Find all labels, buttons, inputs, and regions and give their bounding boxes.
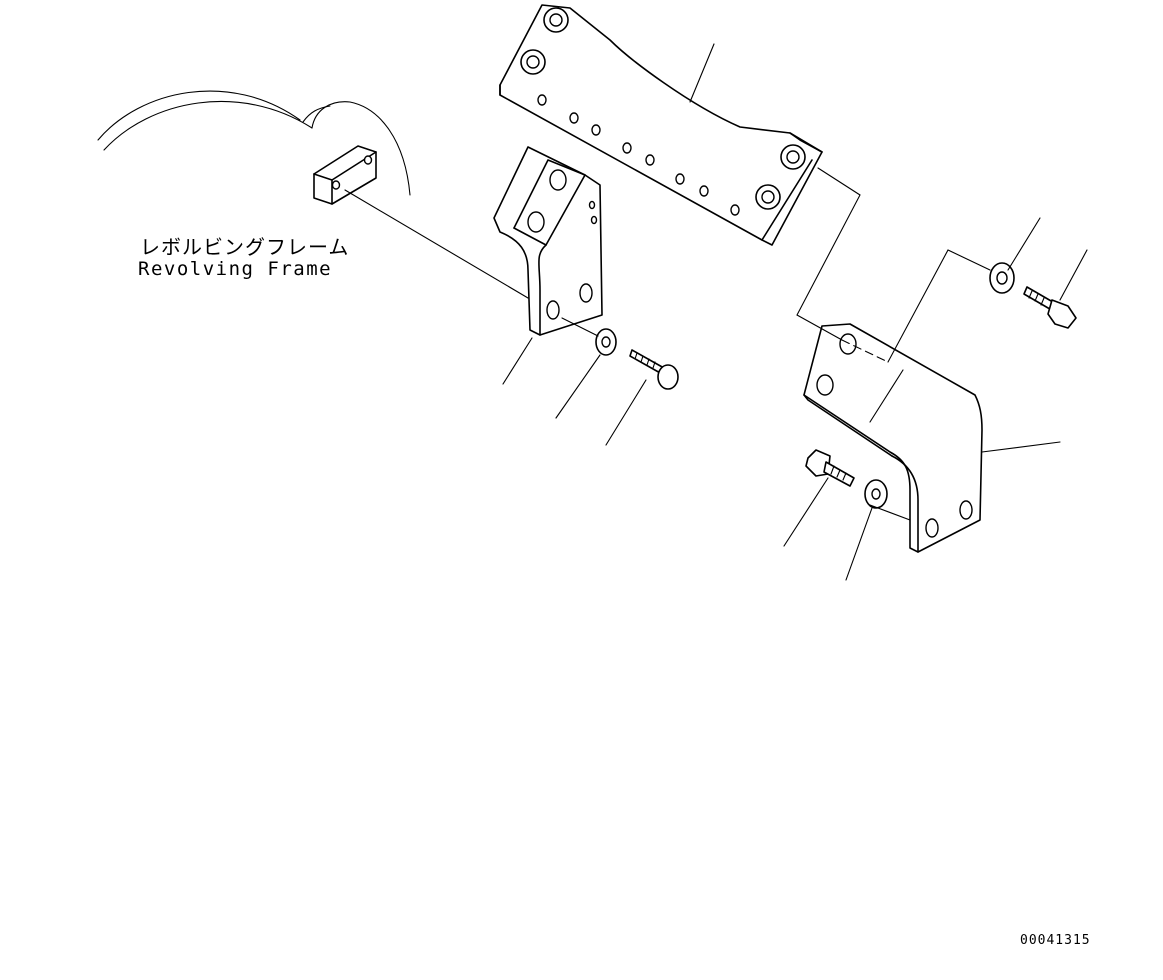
support-plate: [499, 4, 823, 246]
right-washer-top: [989, 262, 1015, 294]
left-bolt: [629, 349, 679, 390]
revolving-frame-outline: [97, 90, 411, 196]
right-washer-bottom: [864, 479, 888, 509]
right-bolt-top: [1023, 286, 1077, 329]
left-washer: [595, 328, 617, 356]
revolving-frame-label-jp: レボルビングフレーム: [140, 235, 350, 259]
left-bracket: [493, 146, 603, 336]
assembly-lines: [344, 167, 991, 521]
frame-mount-block: [313, 145, 377, 205]
plate-bolt-head: [543, 7, 569, 33]
revolving-frame-label-en: Revolving Frame: [138, 258, 333, 280]
plate-bolt-head: [520, 49, 546, 75]
plate-bolt-head: [755, 184, 781, 210]
plate-bolt-head: [780, 144, 806, 170]
figure-code: 00041315: [1020, 933, 1091, 948]
leader-lines: [502, 43, 1088, 581]
right-bracket: [803, 323, 983, 553]
right-bolt-bottom: [805, 449, 855, 487]
